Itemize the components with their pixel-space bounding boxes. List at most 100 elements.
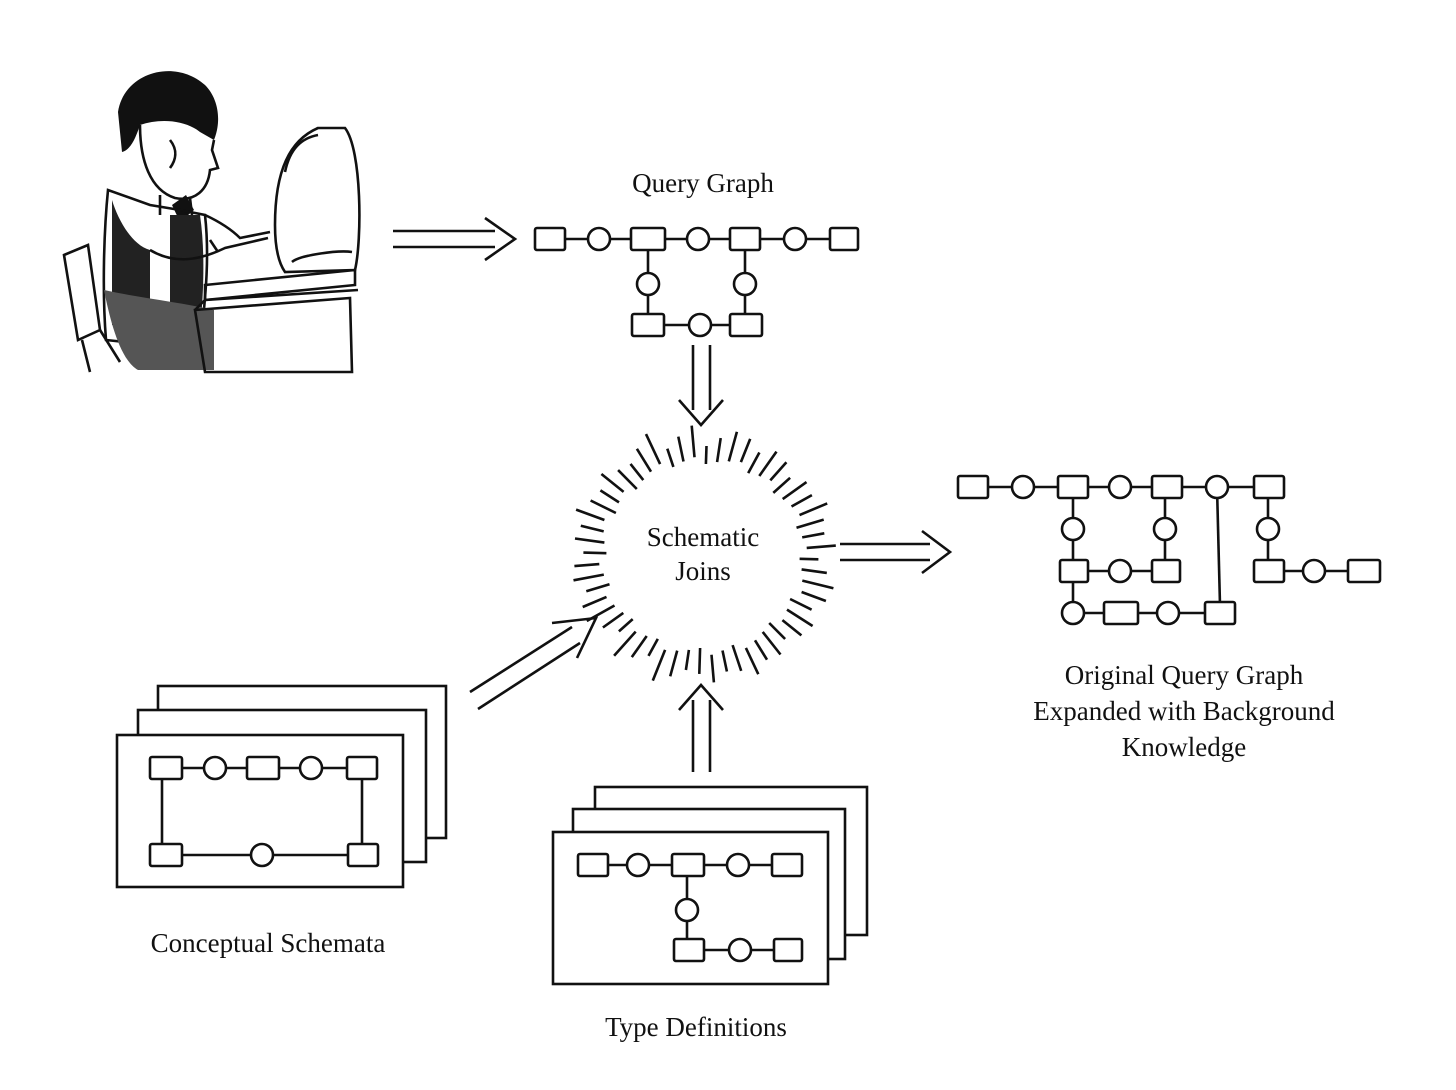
relation-node: [1010, 474, 1036, 500]
burst-ray: [781, 619, 803, 637]
expanded-graph-label-line3: Knowledge: [1122, 732, 1246, 762]
expanded-graph-label-line2: Expanded with Background: [1033, 696, 1335, 726]
burst-ray: [585, 582, 610, 593]
concept-node: [346, 842, 380, 868]
burst-ray: [801, 568, 827, 575]
arrow-query-graph-to-joins: [678, 345, 724, 427]
relation-node: [727, 937, 753, 963]
burst-ray: [758, 450, 778, 477]
burst-ray: [574, 537, 605, 544]
arrow-schemata-to-joins: [469, 616, 599, 711]
burst-ray: [761, 631, 782, 656]
relation-node: [1155, 600, 1181, 626]
type-definitions-label: Type Definitions: [605, 1012, 787, 1042]
concept-node: [728, 312, 764, 338]
burst-ray: [739, 438, 752, 463]
concept-node: [828, 226, 860, 252]
burst-ray: [801, 590, 827, 603]
burst-ray: [613, 630, 637, 657]
burst-ray: [573, 573, 605, 582]
relation-node: [725, 852, 751, 878]
burst-ray: [580, 524, 605, 533]
concept-node: [728, 226, 762, 252]
relation-node: [1152, 516, 1178, 542]
burst-ray: [629, 463, 645, 481]
relation-node: [202, 755, 228, 781]
burst-ray: [602, 611, 625, 629]
concept-node: [148, 842, 184, 868]
concept-node: [1346, 558, 1382, 584]
relation-node: [298, 755, 324, 781]
burst-ray: [666, 448, 675, 468]
relation-node: [782, 226, 808, 252]
burst-ray: [684, 649, 691, 671]
concept-node: [956, 474, 990, 500]
burst-ray: [721, 650, 729, 672]
concept-node: [1252, 474, 1286, 500]
arrow-type-definitions-to-joins: [678, 683, 724, 772]
burst-ray: [769, 461, 788, 482]
burst-ray: [747, 451, 761, 474]
burst-ray: [806, 544, 836, 550]
relation-node: [1255, 516, 1281, 542]
arrow-user-to-query-graph: [393, 216, 518, 262]
burst-ray: [786, 608, 814, 628]
relation-node: [732, 271, 758, 297]
burst-ray: [677, 436, 685, 462]
concept-node: [670, 852, 706, 878]
burst-ray: [799, 557, 819, 561]
expanded-graph-label-line1: Original Query Graph: [1065, 660, 1304, 690]
relation-node: [685, 226, 711, 252]
burst-ray: [575, 508, 605, 522]
burst-ray: [630, 635, 648, 658]
burst-ray: [768, 622, 787, 640]
concept-node: [533, 226, 567, 252]
burst-ray: [600, 472, 625, 493]
burst-ray: [690, 425, 696, 458]
concept-node: [630, 312, 666, 338]
conceptual-schemata-stack: [115, 684, 448, 889]
burst-ray: [704, 445, 708, 465]
relation-node: [249, 842, 275, 868]
burst-ray: [710, 654, 716, 683]
relation-node: [1060, 516, 1086, 542]
conceptual-schemata-label: Conceptual Schemata: [151, 928, 386, 958]
type-definitions-stack: [551, 785, 869, 986]
burst-ray: [731, 644, 743, 672]
query-graph-label: Query Graph: [632, 168, 774, 198]
burst-ray: [796, 518, 825, 530]
burst-ray: [753, 639, 769, 661]
burst-ray: [727, 431, 739, 462]
burst-ray: [583, 551, 607, 555]
burst-ray: [582, 595, 608, 609]
burst-ray: [644, 433, 662, 465]
burst-ray: [635, 448, 653, 473]
burst-ray: [772, 476, 791, 494]
relation-node: [1107, 474, 1133, 500]
relation-node: [1301, 558, 1327, 584]
user-at-terminal-illustration: [62, 71, 361, 374]
burst-ray: [781, 481, 808, 501]
concept-node: [672, 937, 706, 963]
concept-node: [576, 852, 610, 878]
burst-ray: [798, 502, 828, 517]
burst-ray: [574, 562, 600, 568]
schematic-joins-burst: Schematic Joins: [573, 425, 836, 683]
burst-ray: [801, 532, 825, 539]
relation-node: [1060, 600, 1086, 626]
relation-node: [635, 271, 661, 297]
concept-node: [772, 937, 804, 963]
concept-node: [1150, 558, 1182, 584]
burst-ray: [744, 647, 760, 675]
relation-node: [586, 226, 612, 252]
relation-node: [674, 897, 700, 923]
burst-ray: [617, 469, 638, 490]
concept-node: [629, 226, 667, 252]
concept-node: [1203, 600, 1237, 626]
concept-node: [1056, 474, 1090, 500]
concept-node: [770, 852, 804, 878]
concept-node: [1058, 558, 1090, 584]
burst-ray: [618, 618, 634, 633]
burst-ray: [801, 579, 834, 590]
